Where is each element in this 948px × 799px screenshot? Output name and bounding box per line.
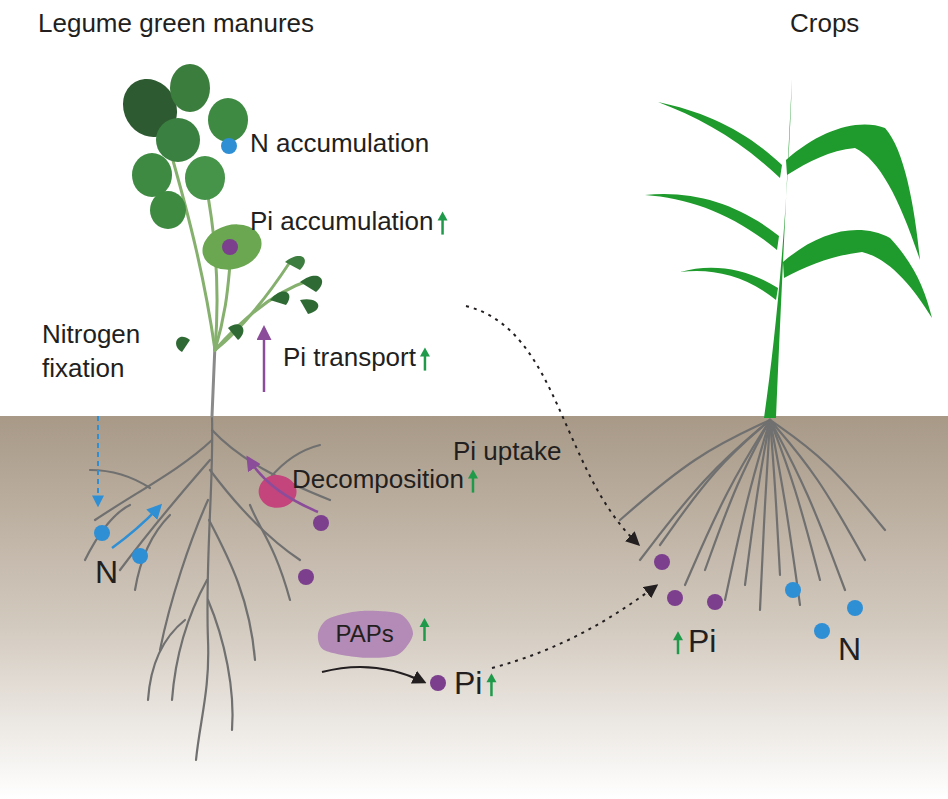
nitrogen-fixation-arrow <box>97 416 99 505</box>
pi-to-crop-arrow <box>492 586 656 668</box>
soil <box>0 416 948 799</box>
nutrient-dots <box>94 138 863 691</box>
increase-arrow <box>673 631 683 654</box>
enzyme-label: PAPs <box>336 620 394 648</box>
crop-root <box>770 420 820 580</box>
pi-release-arrow <box>322 667 424 682</box>
nutrient-label: Pi <box>454 664 482 702</box>
pi-transport-arrow <box>263 328 266 392</box>
blob-shape <box>317 611 412 658</box>
crop-root <box>620 420 770 520</box>
increase-arrow <box>486 673 496 696</box>
crop-root <box>760 420 770 610</box>
crop-roots <box>620 420 885 610</box>
increase-arrow <box>438 212 448 235</box>
nutrient-label: N <box>95 553 118 591</box>
process-label: Decomposition <box>292 464 464 495</box>
increase-arrow <box>468 470 478 493</box>
increase-arrow <box>420 348 430 371</box>
crop-root <box>685 420 770 585</box>
crop-root <box>770 420 885 530</box>
panel-title: Crops <box>790 8 859 39</box>
legume-shoot <box>170 150 310 416</box>
process-label: Nitrogen fixation <box>42 318 162 386</box>
process-label: Pi transport <box>283 342 416 373</box>
nutrient-label: N <box>838 630 861 668</box>
enzyme-blob: PAPs <box>316 609 415 659</box>
crop-root <box>745 420 770 585</box>
nutrient-label: Pi <box>688 622 716 660</box>
n-uptake-arrow <box>112 506 160 548</box>
crop-root <box>725 420 770 600</box>
increase-arrow <box>420 618 430 641</box>
crop-plant <box>645 78 932 418</box>
process-label: N accumulation <box>250 128 429 159</box>
process-label: Pi uptake <box>453 436 561 467</box>
decomposition-arrow <box>466 306 638 544</box>
main-title: Legume green manures <box>38 8 314 39</box>
process-label: Pi accumulation <box>250 206 434 237</box>
